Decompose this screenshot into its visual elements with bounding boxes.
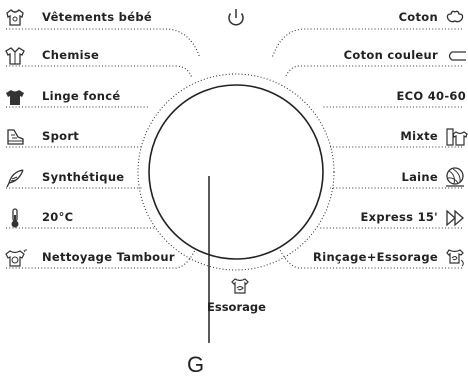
dial-dotted-ring	[137, 73, 335, 271]
program-label-baby-clothes[interactable]: Vêtements bébé	[42, 10, 152, 24]
fast-forward-icon	[444, 208, 466, 228]
guide-line-right-2	[284, 65, 462, 79]
program-label-sport[interactable]: Sport	[42, 129, 80, 143]
program-label-mixed[interactable]: Mixte	[400, 129, 438, 143]
callout-label: G	[187, 352, 205, 377]
drum-clean-icon	[4, 248, 27, 268]
guide-line-right-7	[279, 249, 462, 269]
thermometer-icon	[4, 207, 26, 228]
wool-ball-icon	[444, 166, 466, 187]
sport-shoe-icon	[4, 127, 26, 147]
dark-tshirt-icon	[4, 87, 26, 107]
color-cotton-icon	[444, 47, 466, 67]
program-label-drum-clean[interactable]: Nettoyage Tambour	[42, 250, 175, 264]
shirt-icon	[4, 46, 26, 66]
spin-icon	[229, 276, 251, 296]
mixed-clothes-icon	[444, 126, 468, 146]
program-label-rinse-spin[interactable]: Rinçage+Essorage	[313, 250, 438, 264]
program-label-eco-40-60[interactable]: ECO 40-60	[396, 89, 466, 103]
program-label-color-cotton[interactable]: Coton couleur	[343, 48, 438, 62]
program-label-20c[interactable]: 20°C	[42, 210, 74, 224]
program-label-wool[interactable]: Laine	[401, 170, 438, 184]
program-label-cotton[interactable]: Coton	[398, 10, 438, 24]
guide-line-right-1	[271, 28, 462, 59]
feather-icon	[4, 168, 26, 188]
cotton-flower-icon	[444, 8, 466, 28]
power-icon	[228, 9, 244, 26]
rinse-spin-icon	[444, 246, 466, 267]
program-label-synthetic[interactable]: Synthétique	[42, 170, 125, 184]
baby-clothes-icon	[4, 8, 26, 28]
guide-line-left-1	[6, 28, 201, 59]
program-label-express-15[interactable]: Express 15'	[360, 210, 438, 224]
program-label-spin[interactable]: Essorage	[207, 300, 266, 314]
program-label-shirt[interactable]: Chemise	[42, 48, 100, 62]
program-dial	[148, 84, 324, 260]
program-label-dark-laundry[interactable]: Linge foncé	[42, 89, 121, 103]
guide-line-left-2	[6, 65, 193, 79]
